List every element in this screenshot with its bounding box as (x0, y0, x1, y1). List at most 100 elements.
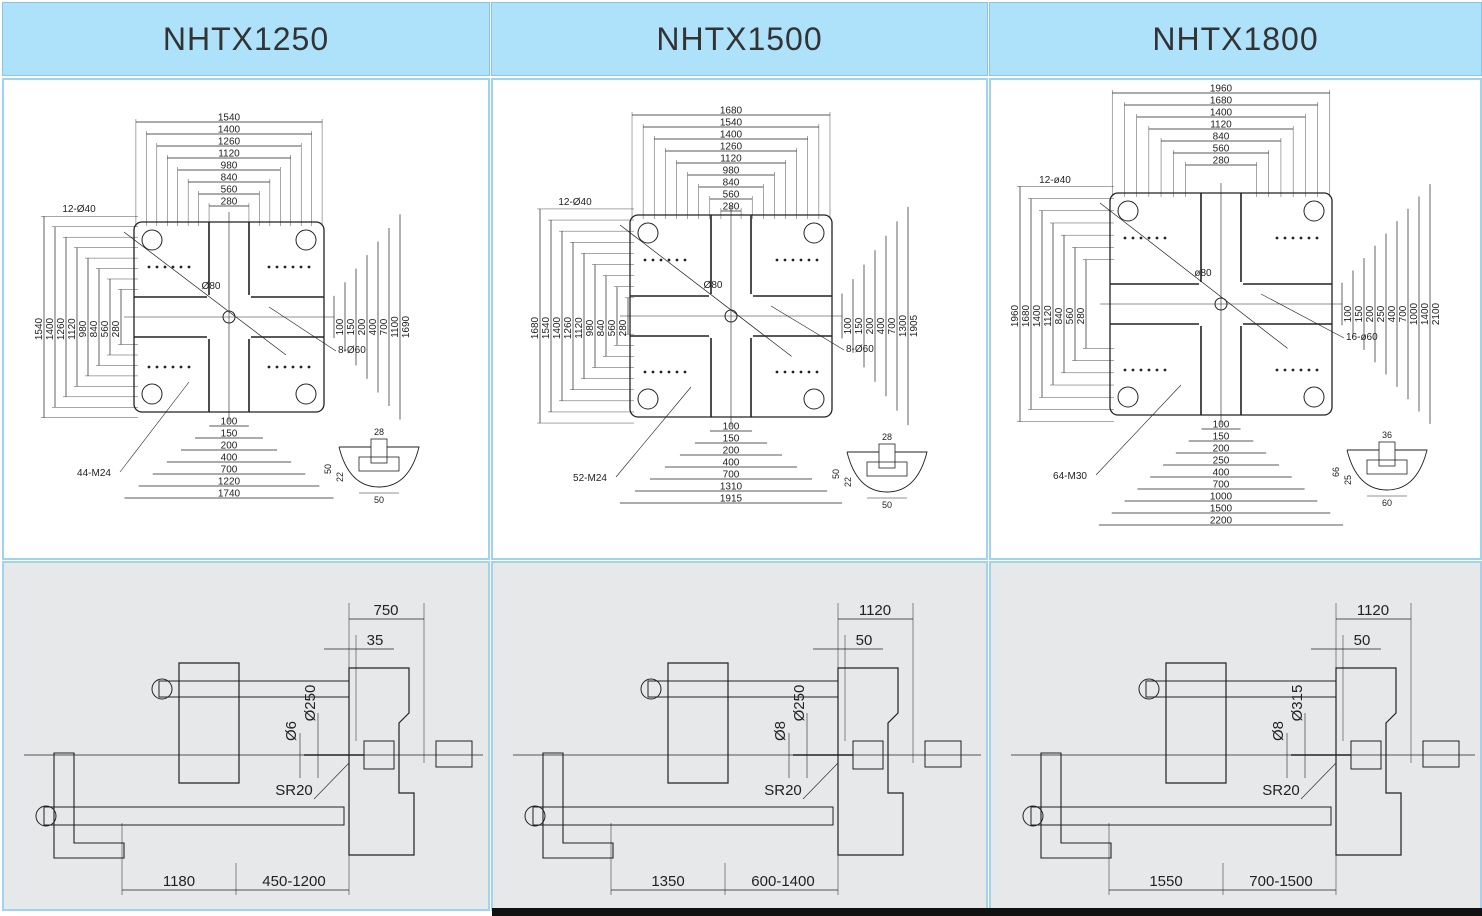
sphere-radius-label: SR20 (1262, 782, 1300, 799)
dimension-label: 700 (1398, 305, 1409, 322)
tie-bar-hole (295, 383, 317, 405)
fixed-platen (348, 667, 415, 856)
dimension-label: 150 (346, 318, 357, 335)
offset-dim-label: 50 (856, 632, 873, 649)
dimension-label: 560 (221, 185, 238, 196)
screw-hole (1307, 368, 1311, 372)
screw-hole (291, 365, 295, 369)
tie-bar-spacing-label: 1350 (651, 873, 684, 890)
dimension-label: 150 (221, 429, 238, 440)
dimension-label: 1400 (1210, 108, 1233, 119)
dimension-label: 980 (723, 166, 740, 177)
dimension-label: 560 (607, 319, 618, 336)
mold-thickness-label: 700-1500 (1249, 873, 1312, 890)
leader-line (313, 762, 350, 800)
screw-hole (1315, 236, 1319, 240)
screw-hole (1275, 236, 1279, 240)
dimension-label: 1000 (1210, 492, 1233, 503)
dimension-label: 1400 (720, 130, 743, 141)
t-slot-depth-label: 66 (1331, 467, 1341, 477)
bolt-hole-callout: 8-Ø60 (846, 344, 874, 355)
leader-line (123, 231, 287, 356)
header-nhtx1800: NHTX1800 (989, 2, 1482, 76)
dimension-label: 400 (1213, 468, 1230, 479)
screw-hole (807, 258, 811, 262)
dimension-label: 1740 (218, 489, 241, 500)
lower-tie-bar (43, 806, 345, 826)
screw-hole (267, 265, 271, 269)
dimension-label: 400 (221, 453, 238, 464)
screw-hole (1123, 236, 1127, 240)
dimension-label: 1540 (218, 113, 241, 124)
moving-platen (667, 662, 729, 784)
dimension-label: 980 (221, 161, 238, 172)
dimension-label: 200 (1365, 305, 1376, 322)
dimension-label: 280 (111, 320, 122, 337)
pivot-joint (151, 678, 173, 700)
screw-hole (187, 265, 191, 269)
bolt-hole-callout: 8-Ø60 (338, 345, 366, 356)
injection-unit (1422, 740, 1460, 768)
dimension-label: 100 (335, 318, 346, 335)
screw-hole (799, 258, 803, 262)
tie-bar-spacing-label: 1180 (163, 873, 195, 890)
screw-hole (307, 265, 311, 269)
screw-hole (651, 370, 655, 374)
dimension-label: 840 (596, 319, 607, 336)
center-hole (222, 310, 236, 324)
stroke-dim-label: 750 (373, 602, 398, 619)
upper-tie-bar (158, 680, 350, 698)
dimension-label: 250 (1376, 305, 1387, 322)
dimension-label: 250 (1213, 456, 1230, 467)
screw-hole (147, 365, 151, 369)
dimension-label: 1260 (218, 137, 241, 148)
dimension-label: 700 (887, 317, 898, 334)
thread-callout: 44-M24 (77, 468, 111, 479)
locating-ring-diameter-label: Ø250 (791, 685, 808, 722)
dimension-label: 1000 (1409, 302, 1420, 325)
center-hole (724, 309, 738, 323)
dimension-label: 280 (1213, 156, 1230, 167)
screw-hole (815, 370, 819, 374)
dimension-label: 200 (1213, 444, 1230, 455)
dimension-label: 840 (89, 320, 100, 337)
dimension-label: 100 (1343, 305, 1354, 322)
dimension-label: 1540 (720, 118, 743, 129)
screw-hole (283, 265, 287, 269)
fixed-platen (1335, 667, 1402, 856)
dimension-label: 980 (585, 319, 596, 336)
t-slot-detail-outline (1346, 449, 1428, 491)
screw-hole (1283, 236, 1287, 240)
screw-hole (267, 365, 271, 369)
screw-hole (275, 265, 279, 269)
t-slot-bottom-label: 60 (1382, 498, 1392, 508)
dimension-label: 1300 (898, 314, 909, 337)
dimension-label: 700 (1213, 480, 1230, 491)
screw-hole (163, 265, 167, 269)
dimension-label: 100 (221, 417, 238, 428)
screw-hole (1139, 236, 1143, 240)
machine-base (1040, 752, 1112, 859)
hole-callout: 12-ø40 (1039, 175, 1071, 186)
dimension-label: 1120 (67, 318, 78, 340)
screw-hole (1307, 236, 1311, 240)
dimension-label: 200 (723, 446, 740, 457)
dimension-label: 980 (78, 320, 89, 337)
pivot-joint (1138, 678, 1160, 700)
screw-hole (1163, 236, 1167, 240)
dimension-label: 1400 (1420, 302, 1431, 325)
fixed-platen (837, 667, 904, 856)
leader-line (770, 305, 845, 351)
dimension-label: 1400 (552, 316, 563, 339)
locating-ring-diameter-label: Ø315 (1289, 685, 1306, 722)
dimension-label: 1680 (1021, 304, 1032, 327)
tie-bar-spacing-label: 1550 (1149, 873, 1182, 890)
screw-hole (659, 258, 663, 262)
dimension-label: 840 (1054, 307, 1065, 324)
